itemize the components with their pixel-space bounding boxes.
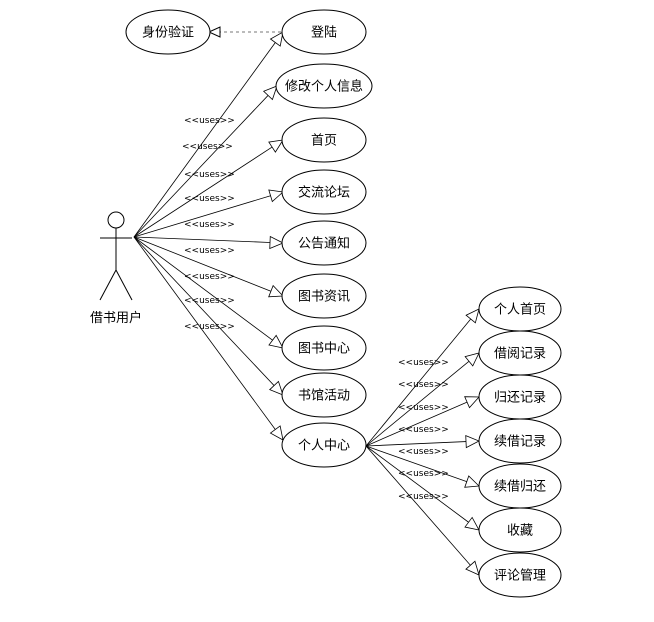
usecase-forum[interactable]: 交流论坛 [281, 169, 367, 215]
edge-center-renew-records: <<uses>> [365, 425, 480, 449]
actor-figure [99, 211, 133, 301]
usecase-auth[interactable]: 身份验证 [125, 9, 211, 55]
uses-label: <<uses>> [182, 142, 233, 152]
edge-actor-forum: <<uses>> [133, 189, 284, 238]
edge-actor-library-events: <<uses>> [133, 236, 284, 396]
usecase-personal-center-label: 个人中心 [298, 439, 350, 454]
usecase-favorites-label: 收藏 [507, 524, 533, 539]
usecase-book-center[interactable]: 图书中心 [281, 325, 367, 371]
usecase-renew-records-label: 续借记录 [494, 435, 546, 450]
uses-label: <<uses>> [184, 194, 235, 204]
usecase-renew-return-label: 续借归还 [494, 480, 546, 495]
usecase-forum-label: 交流论坛 [298, 185, 350, 201]
edge-center-return-records: <<uses>> [365, 396, 480, 447]
uses-label: <<uses>> [398, 403, 449, 413]
usecase-return-records-label: 归还记录 [494, 391, 546, 406]
usecase-book-center-label: 图书中心 [298, 342, 350, 357]
actor-leg-left [99, 269, 117, 301]
usecase-comment-mgmt-label: 评论管理 [494, 569, 546, 584]
uses-label: <<uses>> [184, 272, 235, 282]
usecase-library-events[interactable]: 书馆活动 [281, 372, 367, 418]
uses-label: <<uses>> [184, 170, 235, 180]
uses-label: <<uses>> [398, 425, 449, 435]
usecase-favorites[interactable]: 收藏 [478, 507, 562, 553]
edge-center-renew-return: <<uses>> [365, 445, 480, 488]
uses-label: <<uses>> [184, 322, 235, 332]
usecase-return-records[interactable]: 归还记录 [478, 374, 562, 420]
usecase-borrow-records-label: 借阅记录 [494, 347, 546, 362]
usecase-book-news[interactable]: 图书资讯 [281, 273, 367, 319]
edge-center-personal-home: <<uses>> [365, 308, 480, 447]
usecase-book-news-label: 图书资讯 [298, 290, 350, 305]
edge-center-favorites: <<uses>> [365, 445, 480, 531]
usecase-home-label: 首页 [311, 134, 337, 149]
uses-label: <<uses>> [398, 469, 449, 479]
usecase-login[interactable]: 登陆 [281, 9, 367, 55]
uses-label: <<uses>> [184, 246, 235, 256]
usecase-personal-home[interactable]: 个人首页 [478, 286, 562, 332]
edge-actor-home: <<uses>> [133, 139, 284, 238]
uses-label: <<uses>> [398, 358, 449, 368]
edge-actor-personal-center: <<uses>> [133, 236, 284, 441]
uses-label: <<uses>> [398, 492, 449, 502]
edge-center-comment-mgmt: <<uses>> [365, 445, 480, 576]
actor-leg-right [115, 269, 133, 301]
usecase-library-events-label: 书馆活动 [298, 389, 350, 404]
usecase-personal-home-label: 个人首页 [494, 303, 546, 318]
edge-center-borrow-records: <<uses>> [365, 352, 480, 447]
edge-actor-edit-profile: <<uses>> [133, 85, 278, 238]
uses-label: <<uses>> [398, 380, 449, 390]
usecase-comment-mgmt[interactable]: 评论管理 [478, 552, 562, 598]
dependency-login-auth [207, 26, 281, 38]
edge-actor-book-center: <<uses>> [133, 236, 284, 349]
usecase-edit-profile[interactable]: 修改个人信息 [275, 63, 373, 109]
usecase-edit-profile-label: 修改个人信息 [285, 79, 363, 95]
uses-label: <<uses>> [398, 447, 449, 457]
usecase-home[interactable]: 首页 [281, 117, 367, 163]
edge-actor-book-news: <<uses>> [133, 236, 284, 298]
actor-head [107, 211, 125, 229]
usecase-renew-records[interactable]: 续借记录 [478, 418, 562, 464]
uses-label: <<uses>> [184, 296, 235, 306]
usecase-renew-return[interactable]: 续借归还 [478, 463, 562, 509]
usecase-login-label: 登陆 [311, 25, 337, 41]
usecase-notice-label: 公告通知 [298, 236, 350, 252]
uses-label: <<uses>> [184, 116, 235, 126]
usecase-personal-center[interactable]: 个人中心 [281, 422, 367, 468]
usecase-auth-label: 身份验证 [142, 25, 194, 41]
uses-label: <<uses>> [184, 220, 235, 230]
usecase-notice[interactable]: 公告通知 [281, 220, 367, 266]
edges-layer: <<uses>> <<uses>> <<uses>> <<uses>> <<uses>>… [133, 31, 480, 576]
actor-label: 借书用户 [90, 310, 142, 326]
edge-actor-notice: <<uses>> [133, 220, 284, 250]
edge-actor-login: <<uses>> [133, 31, 284, 238]
usecase-borrow-records[interactable]: 借阅记录 [478, 330, 562, 376]
